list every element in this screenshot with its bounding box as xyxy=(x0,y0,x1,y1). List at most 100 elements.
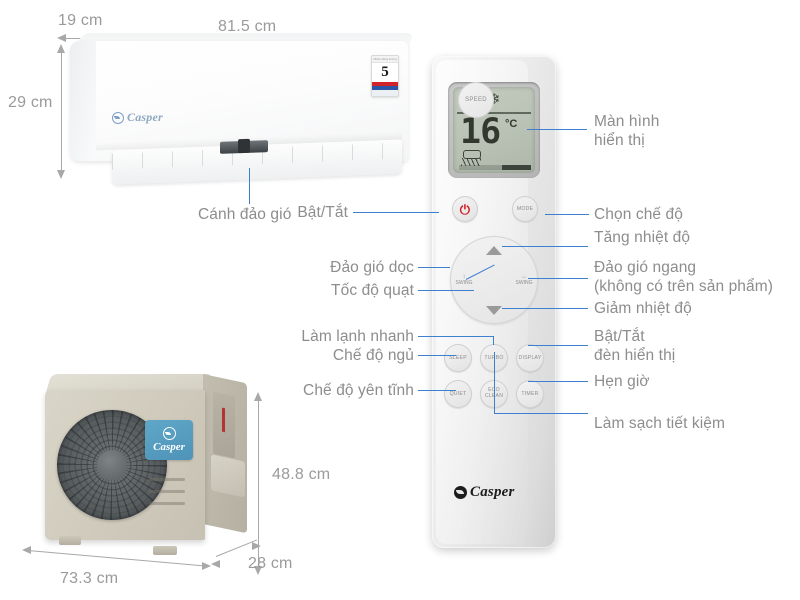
remote-control: ❄ 16 °C ⏻ MODE ↕ SWING ↔ SWING xyxy=(432,56,556,548)
indoor-unit-left-side xyxy=(70,41,96,161)
arrow-up-outdoor-height xyxy=(254,392,262,401)
leader-line-fan-speed xyxy=(418,290,474,291)
eco-clean-button-label: ECOCLEAN xyxy=(485,388,503,399)
outdoor-unit-foot xyxy=(153,546,177,555)
leader-line-louver xyxy=(249,168,250,204)
outdoor-unit-image: Casper xyxy=(25,366,265,566)
lcd-temperature-value: 16 xyxy=(460,112,501,152)
mode-button[interactable]: MODE xyxy=(512,196,538,222)
display-button-label: DISPLAY xyxy=(518,355,542,361)
energy-label-header: Nhãn năng lượng xyxy=(372,56,398,63)
sleep-button-label: SLEEP xyxy=(449,355,467,361)
swing-vertical-button[interactable]: ↕ SWING xyxy=(451,274,477,286)
callout-temp-down: Giảm nhiệt độ xyxy=(594,300,692,317)
arrow-right-outdoor-width xyxy=(202,562,211,570)
lcd-temperature-unit: °C xyxy=(505,118,518,130)
leader-line-display-screen xyxy=(527,129,587,130)
quiet-button[interactable]: QUIET xyxy=(444,380,472,408)
arrow-down-indoor-height xyxy=(57,170,65,179)
dimension-indoor-height: 29 cm xyxy=(8,94,53,111)
arrow-down-outdoor-height xyxy=(254,566,262,575)
energy-label-stars: 5 xyxy=(381,64,389,80)
display-button[interactable]: DISPLAY xyxy=(516,344,544,372)
fan-speed-label: SPEED xyxy=(465,97,487,103)
energy-label-bar-blue xyxy=(372,86,398,90)
power-button[interactable]: ⏻ xyxy=(452,196,478,222)
indoor-unit-vent xyxy=(220,140,268,154)
lcd-divider xyxy=(457,112,531,114)
fan-speed-button[interactable]: SPEED xyxy=(458,82,494,118)
leader-line-swing-horizontal xyxy=(528,278,588,279)
callout-eco-clean: Làm sạch tiết kiệm xyxy=(594,415,726,432)
outdoor-unit-service-panel xyxy=(213,391,235,459)
energy-label-bar-red xyxy=(372,82,398,86)
energy-label-footer xyxy=(372,90,398,96)
outdoor-unit-valve-cover xyxy=(211,454,245,498)
leader-line-eco-clean-h xyxy=(494,413,588,414)
leader-line-temp-up xyxy=(502,246,588,247)
leader-line-sleep xyxy=(418,355,456,356)
outdoor-vent-slit xyxy=(149,490,185,493)
indoor-unit-brand-logo: Casper xyxy=(112,110,163,125)
dimension-line-indoor-height xyxy=(61,52,62,172)
callout-swing-vertical: Đảo gió dọc xyxy=(330,259,414,276)
lcd-signal-bars xyxy=(459,165,531,170)
outdoor-unit-brand-badge: Casper xyxy=(145,420,193,460)
outdoor-unit-front: Casper xyxy=(45,390,205,540)
leader-line-turbo-v xyxy=(493,336,494,345)
arrow-left-outdoor-width xyxy=(22,546,31,554)
arrow-left-indoor-depth xyxy=(57,34,66,42)
brand-wordmark: Casper xyxy=(470,484,515,500)
sleep-button[interactable]: SLEEP xyxy=(444,344,472,372)
swing-horizontal-label: SWING xyxy=(515,280,533,286)
dimension-indoor-width: 81.5 cm xyxy=(218,18,277,35)
indoor-unit-image: Casper Nhãn năng lượng 5 xyxy=(70,33,414,188)
dimension-outdoor-height: 48.8 cm xyxy=(272,466,331,483)
callout-temp-up: Tăng nhiệt độ xyxy=(594,229,691,246)
arrow-right-outdoor-depth xyxy=(252,542,261,550)
mode-button-label: MODE xyxy=(516,206,534,212)
swing-vertical-label: SWING xyxy=(455,280,473,286)
leader-line-mode-select xyxy=(545,214,589,215)
remote-brand-logo: Casper xyxy=(454,484,515,501)
leader-line-turbo-h xyxy=(418,336,494,337)
power-icon: ⏻ xyxy=(459,201,471,217)
callout-swing-horizontal: Đảo gió ngang(không có trên sản phẩm) xyxy=(594,259,774,295)
leader-line-power xyxy=(353,212,439,213)
swing-vertical-icon: ↕ xyxy=(462,274,466,280)
casper-swirl-icon xyxy=(162,427,176,440)
dimension-line-outdoor-height xyxy=(258,400,259,568)
arrow-left-outdoor-depth xyxy=(211,560,220,568)
dimension-outdoor-width: 73.3 cm xyxy=(60,570,119,587)
timer-button-label: TIMER xyxy=(521,391,539,397)
temp-up-button[interactable] xyxy=(486,246,502,255)
leader-line-quiet xyxy=(418,390,456,391)
leader-line-display-light xyxy=(528,345,588,346)
callout-sleep: Chế độ ngủ xyxy=(332,347,414,364)
energy-rating-label: Nhãn năng lượng 5 xyxy=(371,55,399,97)
temp-down-button[interactable] xyxy=(486,306,502,315)
swing-horizontal-icon: ↔ xyxy=(521,274,527,280)
callout-louver: Cánh đảo gió xyxy=(198,206,292,223)
callout-fan-speed: Tốc độ quạt xyxy=(331,282,414,299)
casper-swirl-icon xyxy=(112,111,124,124)
swing-horizontal-button[interactable]: ↔ SWING xyxy=(511,274,537,286)
lcd-bezel: ❄ 16 °C xyxy=(448,82,540,178)
quiet-button-label: QUIET xyxy=(449,391,467,397)
callout-timer: Hẹn giờ xyxy=(594,373,650,390)
casper-swirl-icon xyxy=(454,486,467,499)
outdoor-unit-foot xyxy=(59,536,81,545)
timer-button[interactable]: TIMER xyxy=(516,380,544,408)
dimension-indoor-depth: 19 cm xyxy=(58,12,103,29)
dimension-outdoor-depth: 28 cm xyxy=(248,555,293,572)
leader-line-temp-down xyxy=(502,308,588,309)
outdoor-vent-slit xyxy=(149,478,185,481)
leader-line-timer xyxy=(528,381,588,382)
fan-hub xyxy=(97,450,127,480)
turbo-button-label: TURBO xyxy=(484,355,503,361)
callout-turbo: Làm lạnh nhanh xyxy=(301,328,414,345)
callout-mode-select: Chọn chế độ xyxy=(594,206,683,223)
